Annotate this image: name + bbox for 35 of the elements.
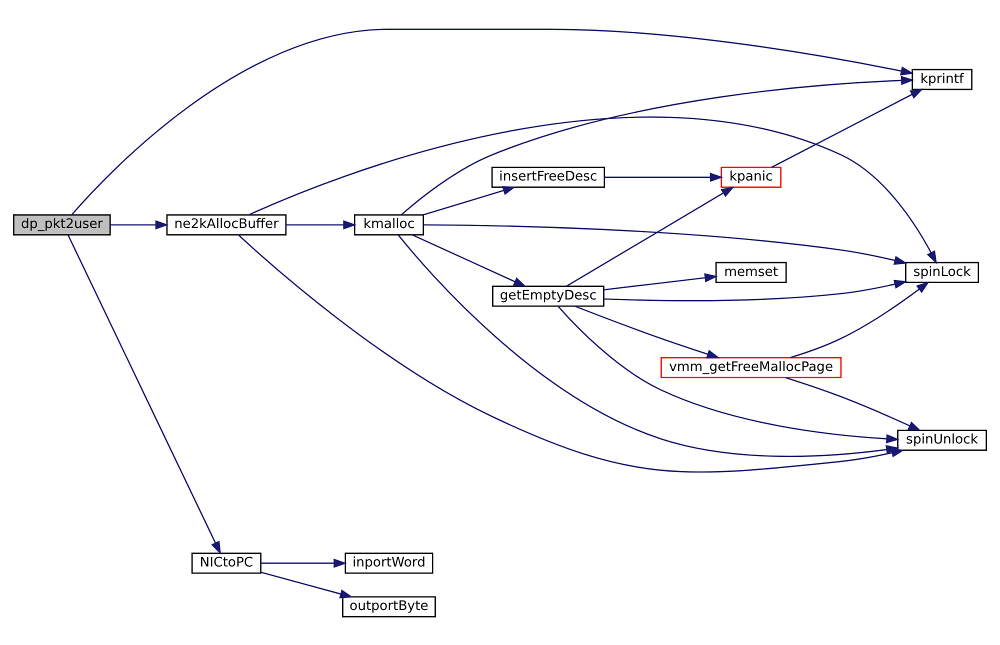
node-box: outportByte <box>342 596 436 617</box>
node-box: NICtoPC <box>191 552 262 574</box>
node-box: dp_pkt2user <box>13 214 111 235</box>
arrow <box>260 571 354 598</box>
node-box: spinUnlock <box>897 429 987 450</box>
arrow <box>422 186 516 216</box>
node-box: vmm_getFreeMallocPage <box>660 356 842 378</box>
node-box: ne2kAllocBuffer <box>166 214 287 235</box>
arrow <box>574 305 720 358</box>
node-box: spinLock <box>905 261 980 283</box>
arrow <box>771 88 924 168</box>
node-box: kmalloc <box>354 214 424 235</box>
arrow <box>398 234 900 456</box>
arrow <box>260 558 347 568</box>
arrow <box>785 376 922 431</box>
arrow <box>604 172 724 182</box>
arrow <box>400 75 914 215</box>
arrow <box>566 186 734 286</box>
arrow <box>558 305 900 443</box>
node-box: insertFreeDesc <box>491 166 606 188</box>
node-box: kpanic <box>720 166 782 188</box>
arrow <box>110 220 169 229</box>
node-box: inportWord <box>344 552 434 574</box>
node-box: memset <box>715 261 787 283</box>
arrow <box>424 224 908 264</box>
arrow <box>248 116 937 264</box>
node-box: getEmptyDesc <box>492 285 604 306</box>
node-box: kprintf <box>912 68 972 90</box>
arrow <box>67 234 221 554</box>
arrow <box>604 279 908 301</box>
arrow <box>286 220 356 229</box>
arrow <box>604 272 718 290</box>
arrow <box>412 234 527 286</box>
arrow <box>790 280 930 358</box>
arrow <box>71 28 914 215</box>
